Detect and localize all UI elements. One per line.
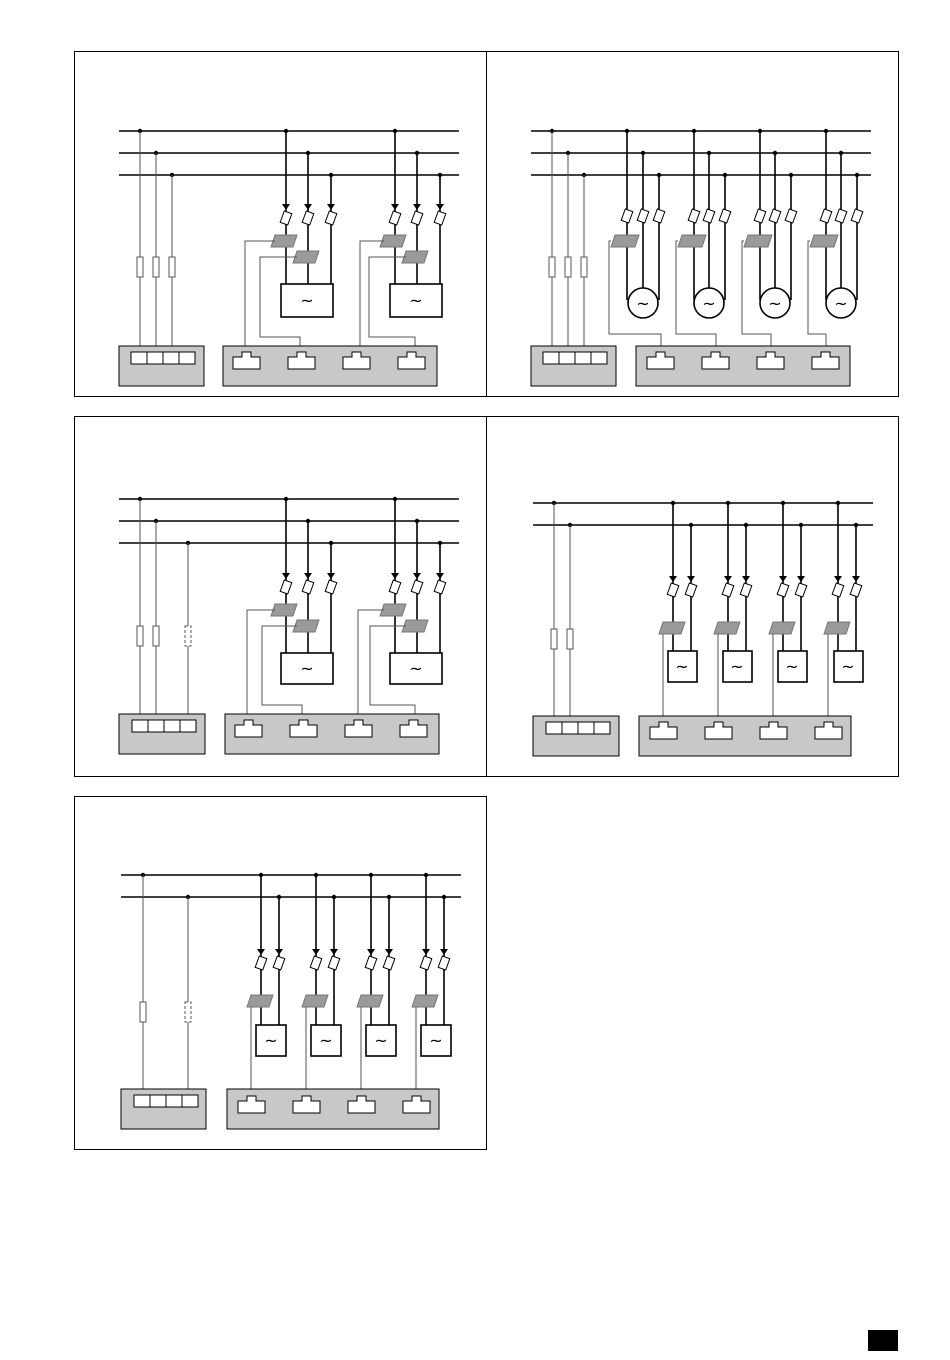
wiring-diagram-4: ~ ~ ~ ~ — [487, 417, 900, 778]
load-symbol: ~ — [300, 291, 313, 310]
diagram-panel-5: ~ ~ ~ ~ — [74, 796, 487, 1150]
motor-symbol: ~ — [834, 294, 847, 313]
load-symbol: ~ — [675, 657, 688, 676]
motor-symbol: ~ — [636, 294, 649, 313]
load-symbol: ~ — [374, 1031, 387, 1050]
optional-fuse — [185, 626, 191, 646]
diagram-panel-3: ~ ~ — [74, 416, 487, 777]
diagram-panel-1: ~ ~ — [74, 51, 487, 397]
load-symbol: ~ — [319, 1031, 332, 1050]
fuse-1 — [137, 257, 143, 277]
motor-symbol: ~ — [768, 294, 781, 313]
diagram-panel-4: ~ ~ ~ ~ — [486, 416, 899, 777]
load-symbol: ~ — [429, 1031, 442, 1050]
wiring-diagram-1: ~ ~ — [75, 52, 488, 398]
motor-symbol: ~ — [702, 294, 715, 313]
page-marker — [868, 1330, 898, 1351]
load-symbol: ~ — [785, 657, 798, 676]
optional-fuse — [185, 1002, 191, 1022]
load-symbol: ~ — [264, 1031, 277, 1050]
fuse-2 — [153, 257, 159, 277]
wiring-diagram-3: ~ ~ — [75, 417, 488, 778]
load-symbol: ~ — [300, 659, 313, 678]
load-symbol: ~ — [730, 657, 743, 676]
load-symbol: ~ — [409, 291, 422, 310]
wiring-diagram-2: ~ ~ ~ ~ — [487, 52, 900, 398]
load-symbol: ~ — [841, 657, 854, 676]
load-symbol: ~ — [409, 659, 422, 678]
diagram-panel-2: ~ ~ ~ ~ — [486, 51, 899, 397]
fuse-3 — [169, 257, 175, 277]
wiring-diagram-5: ~ ~ ~ ~ — [75, 797, 488, 1151]
